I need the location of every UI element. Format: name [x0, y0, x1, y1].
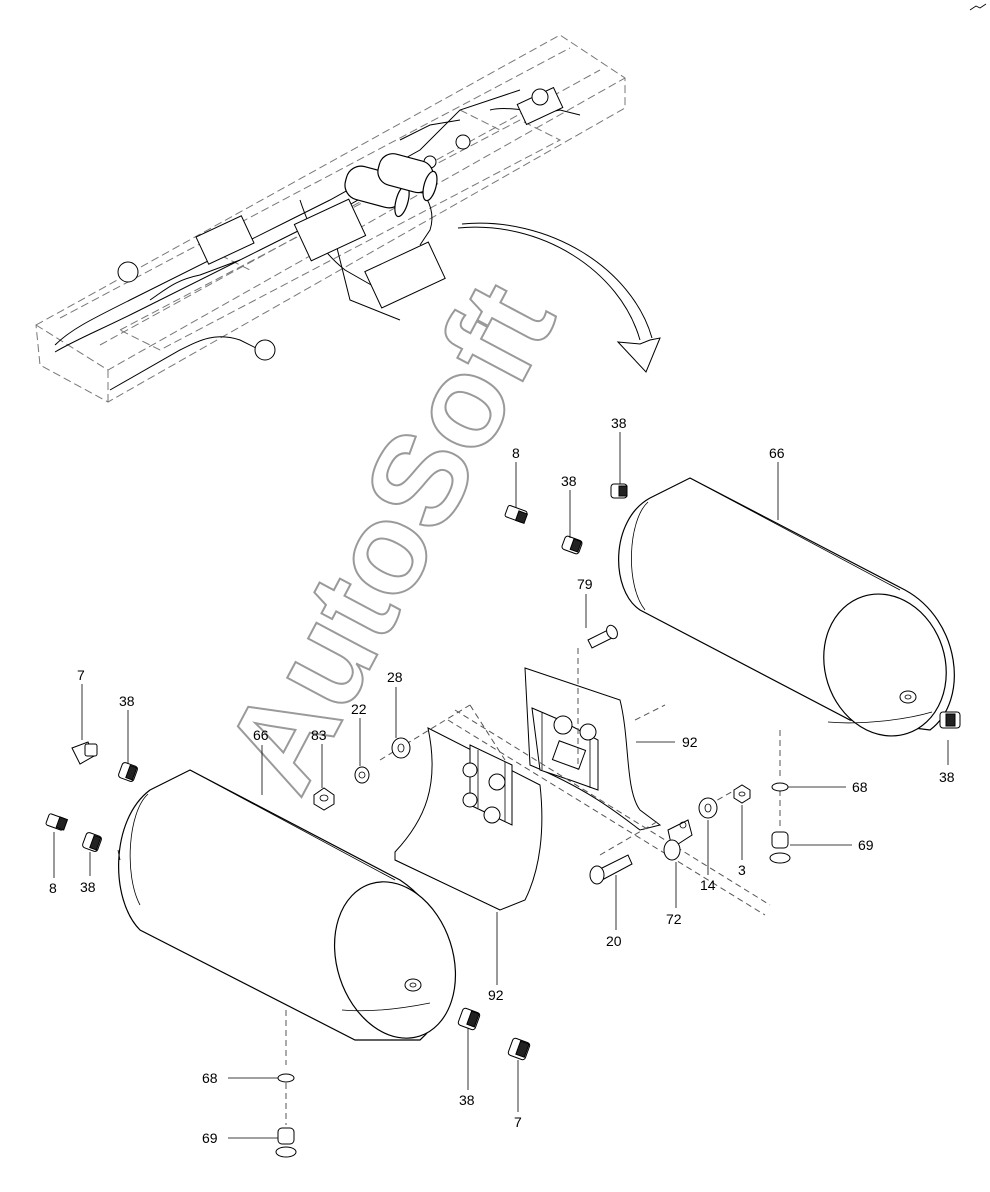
fitting-38-mid	[561, 535, 583, 555]
callout-69-right: 69	[858, 837, 874, 853]
callout-38-mid: 38	[561, 473, 577, 489]
ring-68-left	[277, 1073, 295, 1083]
fitting-7-left	[71, 741, 98, 765]
air-tank-right	[618, 477, 955, 737]
callout-92-left: 92	[488, 987, 504, 1003]
fitting-38-top	[610, 483, 628, 499]
bolt-20	[589, 854, 633, 885]
callout-7-bottom: 7	[514, 1114, 522, 1130]
assembly-center-lines	[285, 648, 781, 1125]
zoom-arrow	[457, 222, 661, 373]
drain-valve-69-right	[769, 831, 791, 864]
overview-air-tanks	[344, 153, 438, 218]
callout-92-right: 92	[682, 734, 698, 750]
leader-lines	[53, 432, 949, 1139]
fitting-7-bottom	[507, 1037, 531, 1061]
callout-8-top: 8	[512, 445, 520, 461]
ring-68-right	[771, 782, 789, 792]
fitting-38-left-upper	[118, 762, 138, 782]
callout-38-top: 38	[611, 415, 627, 431]
fitting-38-bottom	[457, 1007, 481, 1031]
callout-69-left: 69	[202, 1130, 218, 1146]
bolt-79	[587, 624, 618, 649]
callout-72: 72	[666, 911, 682, 927]
callout-68-left: 68	[202, 1070, 218, 1086]
fitting-38-right-end	[939, 711, 961, 729]
clamp-72	[663, 819, 693, 861]
callout-3: 3	[738, 862, 746, 878]
callout-79: 79	[577, 576, 593, 592]
washer-28	[391, 737, 411, 759]
chassis-overview	[35, 34, 626, 403]
air-tank-left	[117, 769, 457, 1041]
callout-38-left-lower: 38	[80, 879, 96, 895]
mounting-bracket-left	[394, 727, 543, 911]
fitting-8-left	[45, 813, 69, 831]
drain-valve-69-left	[275, 1127, 297, 1158]
callout-83: 83	[311, 727, 327, 743]
callout-28: 28	[387, 669, 403, 685]
callout-labels: 38 8 38 66 79 92 38 68 69 3 14 72 20 92 …	[49, 415, 955, 1146]
callout-66-left: 66	[253, 727, 269, 743]
callout-22: 22	[351, 701, 367, 717]
callout-20: 20	[606, 933, 622, 949]
callout-38-bottom: 38	[459, 1092, 475, 1108]
fittings	[45, 483, 961, 1158]
washer-22	[354, 766, 370, 784]
nut-83	[313, 787, 335, 811]
callout-14: 14	[700, 877, 716, 893]
fitting-38-left-lower	[82, 832, 102, 852]
washer-14	[698, 797, 718, 819]
mounting-bracket-right	[524, 667, 662, 831]
callout-38-left-upper: 38	[119, 693, 135, 709]
callout-66-right: 66	[769, 445, 785, 461]
callout-38-right-end: 38	[939, 769, 955, 785]
callout-8-left: 8	[49, 880, 57, 896]
nut-3	[733, 784, 751, 804]
fitting-8-top	[504, 505, 529, 525]
callout-7-left: 7	[77, 667, 85, 683]
corner-mark	[969, 3, 987, 11]
callout-68-right: 68	[852, 779, 868, 795]
